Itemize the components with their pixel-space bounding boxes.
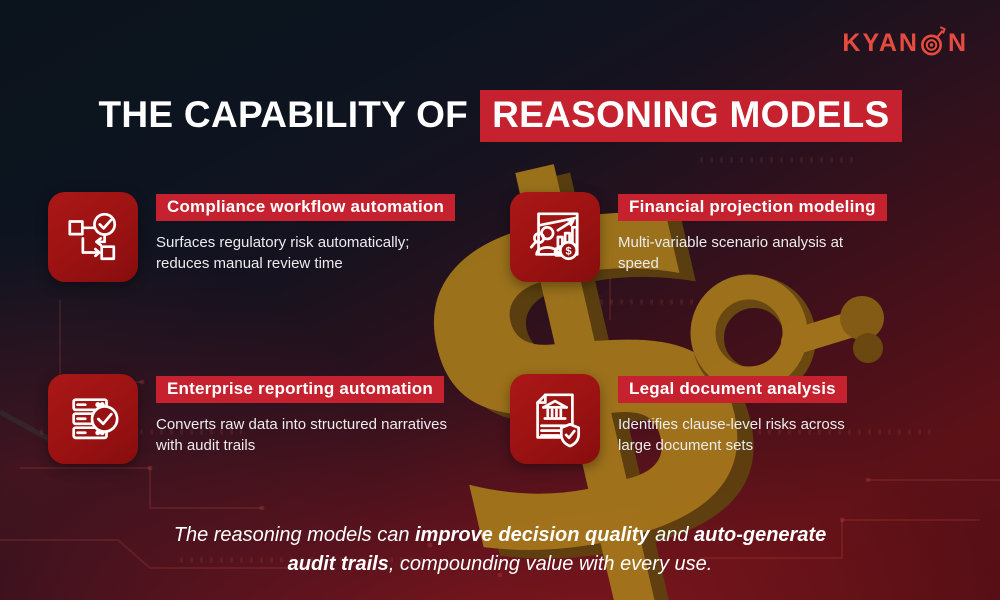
svg-text:$: $ bbox=[565, 246, 572, 258]
card-title: Financial projection modeling bbox=[618, 194, 887, 221]
feature-card-compliance: Compliance workflow automation Surfaces … bbox=[48, 192, 456, 282]
bullseye-arrow-icon bbox=[920, 26, 946, 56]
legal-document-shield-icon bbox=[510, 374, 600, 464]
card-body: Compliance workflow automation Surfaces … bbox=[156, 192, 456, 282]
title-prefix: THE CAPABILITY OF bbox=[98, 94, 469, 135]
analyst-chart-dollar-icon: $ bbox=[510, 192, 600, 282]
footer-note: The reasoning models can improve decisio… bbox=[150, 521, 850, 579]
card-description: Surfaces regulatory risk automatically; … bbox=[156, 234, 410, 273]
brand-logo: KYAN N bbox=[842, 24, 968, 56]
brand-text-right: N bbox=[947, 29, 968, 57]
page-title: THE CAPABILITY OF REASONING MODELS bbox=[0, 90, 1000, 143]
card-description: Converts raw data into structured narrat… bbox=[156, 416, 447, 455]
footer-segment: The reasoning models can bbox=[173, 524, 415, 546]
card-description: Identifies clause-level risks across lar… bbox=[618, 416, 845, 455]
brand-text-left: KYAN bbox=[842, 29, 919, 57]
card-body: Financial projection modeling Multi-vari… bbox=[618, 192, 887, 282]
card-body: Enterprise reporting automation Converts… bbox=[156, 374, 448, 464]
footer-segment: and bbox=[649, 524, 694, 546]
feature-card-legal: Legal document analysis Identifies claus… bbox=[510, 374, 880, 464]
workflow-check-icon bbox=[48, 192, 138, 282]
footer-segment: , compounding value with every use. bbox=[388, 553, 713, 575]
database-check-icon bbox=[48, 374, 138, 464]
card-description: Multi-variable scenario analysis at spee… bbox=[618, 234, 844, 273]
footer-segment-bold: auto-generate audit trails bbox=[287, 524, 827, 575]
card-title: Compliance workflow automation bbox=[156, 194, 456, 221]
feature-card-reporting: Enterprise reporting automation Converts… bbox=[48, 374, 448, 464]
footer-segment-bold: improve decision quality bbox=[415, 524, 650, 546]
title-highlight: REASONING MODELS bbox=[480, 90, 902, 143]
feature-card-financial: $ Financial projection modeling Multi-va… bbox=[510, 192, 887, 282]
card-title: Enterprise reporting automation bbox=[156, 376, 444, 403]
card-body: Legal document analysis Identifies claus… bbox=[618, 374, 880, 464]
card-title: Legal document analysis bbox=[618, 376, 847, 403]
